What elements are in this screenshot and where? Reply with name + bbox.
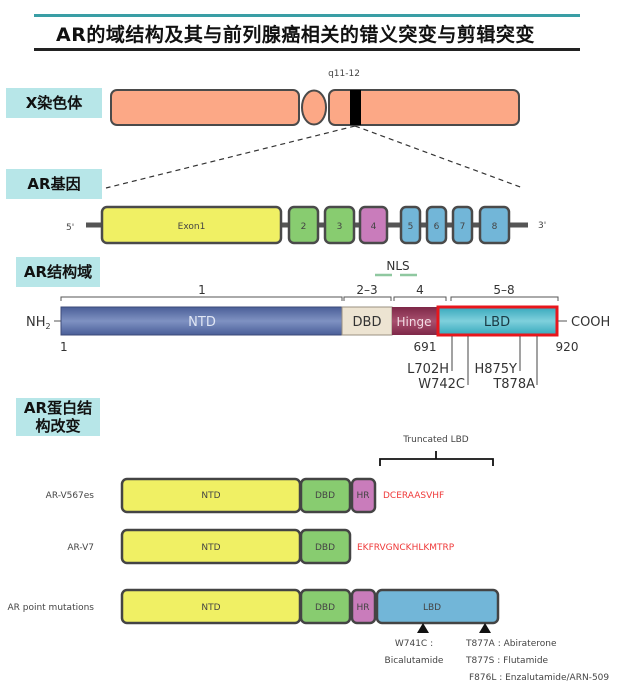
exon-1-label: Exon1 — [178, 222, 206, 232]
bracket-label-2-3: 2–3 — [356, 283, 377, 297]
mutation-marker-t877 — [479, 623, 491, 633]
chromosome-p-arm — [110, 89, 300, 126]
exon-4 — [358, 205, 389, 245]
bracket-exon2-3 — [343, 296, 392, 301]
point-mutation-1-line1: W741C : — [395, 639, 433, 649]
point-mutation-1-line2: Bicalutamide — [385, 656, 444, 666]
variant2-tail: EKFRVGNCKHLKMTRP — [357, 543, 455, 553]
variant2-dbd — [299, 528, 352, 565]
bracket-exon1 — [60, 296, 343, 301]
page-title: AR的域结构及其与前列腺癌相关的错义突变与剪辑突变 — [56, 24, 535, 46]
three-prime-label: 3' — [538, 221, 546, 231]
variant3-ntd-label: NTD — [201, 603, 220, 613]
position-691: 691 — [414, 340, 437, 354]
zoom-line-right — [354, 125, 524, 189]
bracket-exon5-8 — [450, 296, 559, 301]
domain-ntd — [60, 306, 343, 336]
exon-8 — [478, 205, 511, 245]
variant3-hr — [350, 588, 377, 625]
exon-6-label: 6 — [434, 222, 440, 232]
variant3-hr-label: HR — [356, 603, 369, 613]
variant-name: AR point mutations — [7, 603, 94, 613]
label-protein-changes: AR蛋白结构改变 — [16, 398, 100, 436]
variant1-dbd — [299, 477, 352, 514]
exon-4-label: 4 — [371, 222, 377, 232]
variant1-ntd-label: NTD — [201, 491, 220, 501]
variant-name: AR-V7 — [67, 543, 94, 553]
n-terminus-label: NH2 — [26, 315, 51, 331]
exon-5 — [399, 205, 422, 245]
chromosome-band-q11-12 — [350, 90, 361, 125]
bracket-label-1: 1 — [198, 283, 206, 297]
variant1-hr — [350, 477, 377, 514]
five-prime-label: 5' — [66, 223, 74, 233]
band-label: q11-12 — [328, 69, 360, 79]
mutation-t878a: T878A — [492, 377, 535, 392]
label-domains: AR结构域 — [16, 257, 100, 287]
domain-lbd-label: LBD — [484, 315, 510, 330]
label-gene: AR基因 — [6, 169, 102, 199]
variant2-ntd-label: NTD — [201, 543, 220, 553]
bracket-exon4 — [393, 296, 447, 301]
point-mutation-2-line3: F876L : Enzalutamide/ARN-509 — [469, 673, 609, 683]
variant1-dbd-label: DBD — [315, 491, 335, 501]
exon-5-label: 5 — [408, 222, 414, 232]
exon-2 — [287, 205, 320, 245]
nls-label: NLS — [386, 259, 409, 273]
position-start: 1 — [60, 340, 68, 354]
exon-8-label: 8 — [492, 222, 498, 232]
variant3-dbd — [299, 588, 352, 625]
c-terminus-label: COOH — [571, 315, 610, 330]
exon-2-label: 2 — [301, 222, 307, 232]
variant-name: AR-V567es — [46, 491, 95, 501]
position-920: 920 — [556, 340, 579, 354]
exon-3 — [323, 205, 356, 245]
zoom-line-left — [105, 125, 356, 189]
exon-6 — [425, 205, 448, 245]
domain-ntd-label: NTD — [188, 315, 216, 330]
mutation-marker-w741c — [417, 623, 429, 633]
point-mutation-2-line1: T877A : Abiraterone — [465, 639, 557, 649]
truncated-lbd-bracket — [379, 451, 494, 466]
variant1-tail: DCERAASVHF — [383, 491, 444, 501]
point-mutation-2-line2: T877S : Flutamide — [465, 656, 549, 666]
variant3-lbd-label: LBD — [423, 603, 441, 613]
truncated-lbd-label: Truncated LBD — [402, 435, 469, 445]
bracket-label-4: 4 — [416, 283, 424, 297]
bracket-label-5-8: 5–8 — [493, 283, 514, 297]
chromosome-centromere — [301, 89, 327, 126]
variant3-dbd-label: DBD — [315, 603, 335, 613]
domain-hinge-label: Hinge — [397, 315, 432, 329]
variant2-dbd-label: DBD — [315, 543, 335, 553]
variant3-lbd — [375, 588, 500, 625]
label-chromosome: X染色体 — [6, 88, 102, 118]
exon-1 — [100, 205, 283, 245]
exon-3-label: 3 — [337, 222, 343, 232]
exon-7 — [451, 205, 474, 245]
mutation-l702h: L702H — [407, 362, 449, 377]
title-bottom-rule — [34, 48, 580, 51]
mutation-h875y: H875Y — [474, 362, 517, 377]
mutation-w742c: W742C — [418, 377, 465, 392]
variant1-hr-label: HR — [356, 491, 369, 501]
domain-lbd — [436, 305, 559, 337]
title-top-rule — [34, 14, 580, 17]
domain-hinge — [392, 307, 437, 335]
domain-dbd — [341, 306, 393, 336]
domain-dbd-label: DBD — [353, 315, 382, 330]
exon-7-label: 7 — [460, 222, 466, 232]
chromosome-q-arm — [328, 89, 520, 126]
